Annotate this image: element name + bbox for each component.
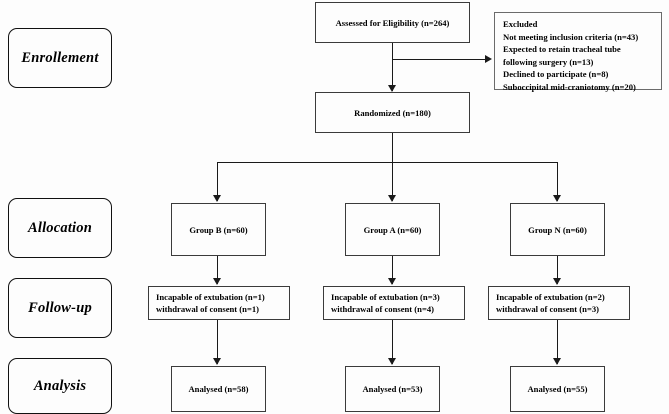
arrowhead-to-group-n [553, 195, 561, 202]
arrowhead-group-b-followup [213, 278, 221, 285]
followup-b-line-1: Incapable of extubation (n=1) [156, 291, 265, 302]
node-randomized: Randomized (n=180) [315, 92, 470, 133]
arrowhead-to-excluded [485, 55, 492, 63]
followup-b-line-2: withdrawal of consent (n=1) [156, 304, 260, 314]
connector-bus-to-group-a [392, 162, 393, 201]
followup-a-line-1: Incapable of extubation (n=3) [331, 291, 440, 302]
followup-group-b-text: Incapable of extubation (n=1) withdrawal… [156, 291, 265, 316]
excluded-reason-3: Declined to participate (n=8) [503, 69, 609, 80]
stage-box-analysis: Analysis [8, 358, 112, 414]
excluded-reason-1: Not meeting inclusion criteria (n=43) [503, 31, 639, 42]
followup-n-line-1: Incapable of extubation (n=2) [496, 291, 605, 302]
node-followup-group-n: Incapable of extubation (n=2) withdrawal… [488, 286, 630, 320]
node-analysis-group-a: Analysed (n=53) [345, 366, 440, 412]
connector-assessed-to-randomized [392, 43, 393, 91]
arrowhead-group-n-followup [553, 278, 561, 285]
arrowhead-analysis-a [388, 358, 396, 365]
analysis-group-n-label: Analysed (n=55) [527, 384, 588, 394]
followup-group-a-text: Incapable of extubation (n=3) withdrawal… [331, 291, 440, 316]
analysis-group-a-label: Analysed (n=53) [362, 384, 423, 394]
analysis-group-b-label: Analysed (n=58) [188, 384, 249, 394]
node-followup-group-a: Incapable of extubation (n=3) withdrawal… [323, 286, 465, 320]
connector-followup-b-to-analysis [217, 320, 218, 364]
arrowhead-to-group-b [213, 195, 221, 202]
connector-group-n-to-followup [557, 256, 558, 284]
allocation-group-n-label: Group N (n=60) [528, 224, 587, 235]
node-analysis-group-n: Analysed (n=55) [510, 366, 605, 412]
arrowhead-analysis-n [553, 358, 561, 365]
node-allocation-group-n: Group N (n=60) [510, 203, 605, 256]
connector-to-excluded [392, 59, 487, 60]
stage-label-analysis: Analysis [33, 377, 87, 394]
connector-group-a-to-followup [392, 256, 393, 284]
excluded-heading: Excluded [503, 19, 538, 29]
arrowhead-analysis-b [213, 358, 221, 365]
connector-group-b-to-followup [217, 256, 218, 284]
stage-label-enrollment: Enrollement [21, 49, 99, 66]
excluded-reason-2-cont: following surgery (n=13) [503, 56, 594, 67]
allocation-group-a-label: Group A (n=60) [363, 224, 422, 235]
stage-box-allocation: Allocation [8, 198, 112, 258]
allocation-group-b-label: Group B (n=60) [189, 224, 248, 235]
randomized-label: Randomized (n=180) [354, 107, 431, 118]
node-assessed-for-eligibility: Assessed for Eligibility (n=264) [315, 2, 470, 43]
node-analysis-group-b: Analysed (n=58) [171, 366, 266, 412]
connector-followup-n-to-analysis [557, 320, 558, 364]
node-allocation-group-b: Group B (n=60) [171, 203, 266, 256]
excluded-reason-4: Suboccipital mid-craniotomy (n=20) [503, 81, 636, 92]
stage-box-enrollment: Enrollement [8, 28, 112, 88]
assessed-label: Assessed for Eligibility (n=264) [335, 17, 450, 28]
stage-label-followup: Follow-up [28, 299, 92, 316]
connector-followup-a-to-analysis [392, 320, 393, 364]
connector-bus-to-group-b [217, 162, 218, 201]
followup-a-line-2: withdrawal of consent (n=4) [331, 304, 435, 314]
arrowhead-to-randomized [388, 85, 396, 92]
excluded-reason-2: Expected to retain tracheal tube [503, 44, 621, 55]
connector-randomized-to-bus [392, 133, 393, 162]
node-allocation-group-a: Group A (n=60) [345, 203, 440, 256]
node-followup-group-b: Incapable of extubation (n=1) withdrawal… [148, 286, 290, 320]
arrowhead-to-group-a [388, 195, 396, 202]
connector-allocation-bus [217, 162, 557, 163]
connector-bus-to-group-n [557, 162, 558, 201]
followup-group-n-text: Incapable of extubation (n=2) withdrawal… [496, 291, 605, 316]
node-excluded: Excluded Not meeting inclusion criteria … [494, 12, 662, 92]
followup-n-line-2: withdrawal of consent (n=3) [496, 304, 600, 314]
stage-label-allocation: Allocation [27, 219, 93, 236]
stage-box-followup: Follow-up [8, 278, 112, 338]
arrowhead-group-a-followup [388, 278, 396, 285]
excluded-text-block: Excluded Not meeting inclusion criteria … [503, 18, 638, 94]
